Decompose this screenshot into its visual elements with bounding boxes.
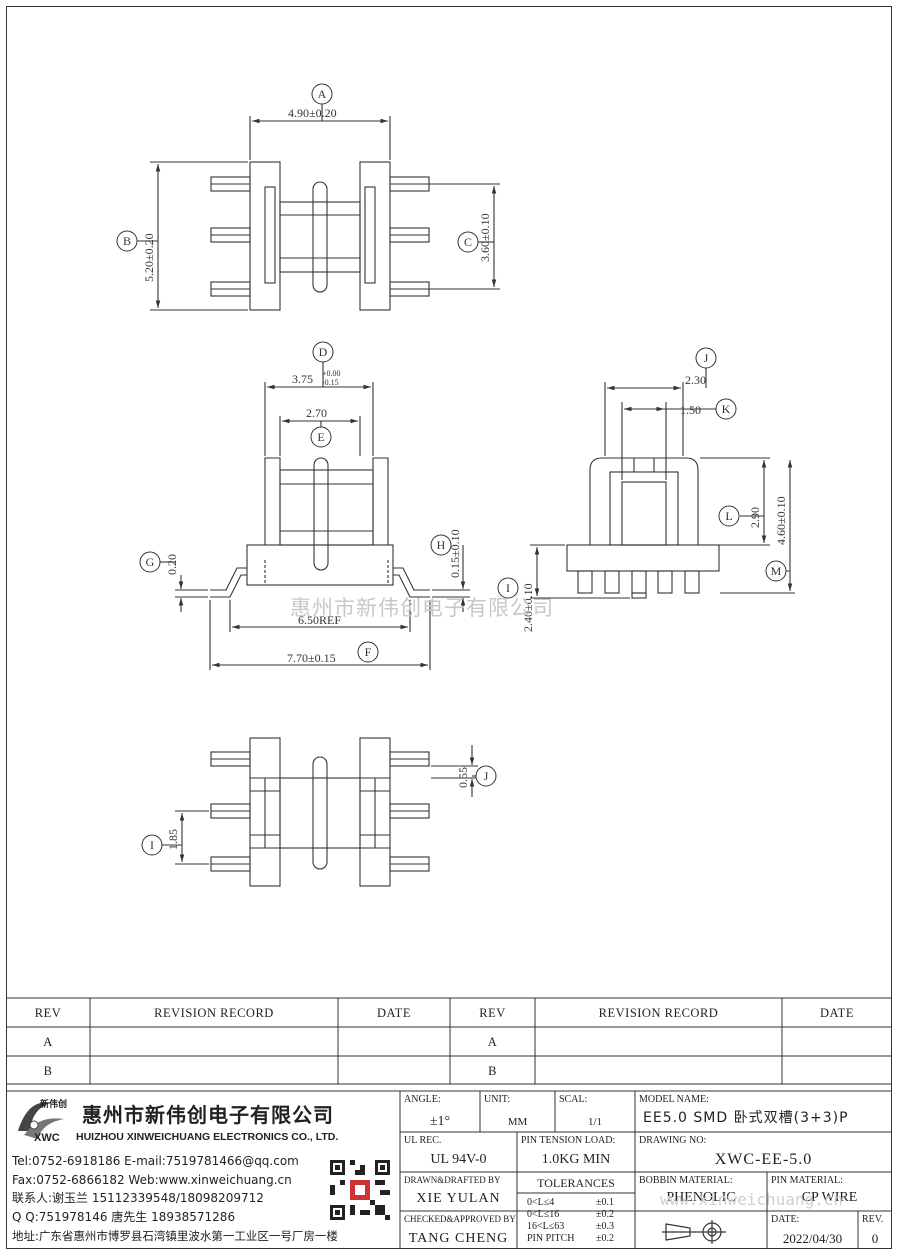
tol-range-3: 16<L≤63 [527, 1221, 565, 1232]
logo-text: 新伟创 [40, 1100, 68, 1110]
dim-i-bottom-value: 1.85 [166, 829, 180, 850]
bottom-view [162, 737, 478, 887]
tolerances-label: TOLERANCES [537, 1176, 615, 1190]
dim-i-side-value: 2.40±0.10 [521, 583, 535, 632]
qr-code [330, 1160, 390, 1220]
bobbin-value: PHENOLIC [666, 1190, 736, 1205]
pin-tension-label: PIN TENSION LOAD: [521, 1135, 616, 1146]
tag-a: A [318, 87, 327, 101]
ref-value: 6.50REF [298, 613, 341, 627]
pin-material-label: PIN MATERIAL: [771, 1175, 843, 1186]
pin-tension-value: 1.0KG MIN [541, 1152, 611, 1167]
dim-g-value: 0.20 [165, 554, 179, 575]
tol-range-2: 0<L≤16 [527, 1209, 560, 1220]
tag-b: B [123, 234, 131, 248]
tag-h: H [437, 538, 446, 552]
dim-h-value: 0.15±0.10 [448, 529, 462, 578]
checked-value: TANG CHENG [408, 1231, 509, 1246]
rev-header-1: REV [34, 1006, 62, 1020]
company-contact: 联系人:谢玉兰 15112339548/18098209712 [12, 1191, 264, 1205]
dim-b-value: 5.20±0.20 [142, 233, 156, 282]
dim-m-value: 4.60±0.10 [774, 496, 788, 545]
tag-k: K [722, 402, 731, 416]
watermark-text: 惠州市新伟创电子有限公司 [290, 596, 554, 620]
rev-label: REV. [862, 1214, 884, 1225]
dim-a-value: 4.90±0.20 [288, 106, 337, 120]
tag-j: J [704, 351, 709, 365]
dim-k-value: 1.50 [680, 403, 701, 417]
company-qq: Q Q:751978146 唐先生 18938571286 [12, 1210, 236, 1224]
scale-value: 1/1 [587, 1116, 603, 1128]
unit-value: MM [507, 1116, 528, 1128]
dim-d-tol-upper: +0.00 [322, 369, 341, 378]
model-value: EE5.0 SMD 卧式双槽(3+3)P [643, 1110, 849, 1126]
drawn-label: DRAWN&DRAFTED BY [404, 1175, 501, 1185]
drawn-value: XIE YULAN [416, 1191, 501, 1206]
tag-c: C [464, 235, 472, 249]
angle-label: ANGLE: [404, 1094, 441, 1105]
tag-m: M [771, 564, 782, 578]
tag-d: D [319, 345, 328, 359]
tag-i-side: I [506, 581, 510, 595]
company-name-en: HUIZHOU XINWEICHUANG ELECTRONICS CO., LT… [76, 1131, 339, 1143]
dim-j-bottom-value: 0.55 [456, 767, 470, 788]
date-header-1: DATE [377, 1006, 411, 1020]
dim-d-value: 3.75 [292, 372, 313, 386]
tag-i-bottom: I [150, 838, 154, 852]
date-label: DATE: [771, 1214, 800, 1225]
bobbin-label: BOBBIN MATERIAL: [639, 1175, 733, 1186]
tol-range-1: 0<L≤4 [527, 1197, 555, 1208]
dim-j-value: 2.30 [685, 373, 706, 387]
drawing-frame [6, 6, 892, 1249]
logo-abbr: XWC [34, 1132, 60, 1144]
date-header-2: DATE [820, 1006, 854, 1020]
tag-j-bottom: J [484, 769, 489, 783]
tag-g: G [146, 555, 155, 569]
rev-row-a-right: A [487, 1035, 498, 1049]
angle-value: ±1° [429, 1114, 451, 1129]
pin-material-value: CP WIRE [801, 1190, 858, 1205]
dim-f-value: 7.70±0.15 [287, 651, 336, 665]
tag-l: L [725, 509, 732, 523]
company-fax-web: Fax:0752-6866182 Web:www.xinweichuang.cn [12, 1173, 292, 1187]
tol-range-4: PIN PITCH [527, 1233, 575, 1244]
dim-d-tol-lower: -0.15 [322, 378, 339, 387]
dim-c-value: 3.60±0.10 [478, 213, 492, 262]
rev-value: 0 [871, 1231, 879, 1246]
rev-header-2: REV [479, 1006, 506, 1020]
rev-row-a-left: A [43, 1035, 53, 1049]
date-value: 2022/04/30 [782, 1231, 843, 1246]
dim-e-value: 2.70 [306, 406, 327, 420]
tol-value-2: ±0.2 [596, 1209, 614, 1220]
side-view [530, 367, 795, 599]
scale-label: SCAL: [559, 1094, 588, 1105]
tol-value-4: ±0.2 [596, 1233, 614, 1244]
tol-value-3: ±0.3 [596, 1221, 614, 1232]
revision-record-header-2: REVISION RECORD [598, 1006, 719, 1020]
drawing-no-value: XWC-EE-5.0 [714, 1151, 813, 1168]
front-view [160, 362, 470, 670]
tag-e: E [317, 430, 324, 444]
tag-f: F [365, 645, 372, 659]
checked-label: CHECKED&APPROVED BY [404, 1214, 516, 1224]
unit-label: UNIT: [484, 1094, 511, 1105]
projection-symbol-icon [660, 1216, 740, 1246]
rev-row-b-right: B [488, 1064, 497, 1078]
model-label: MODEL NAME: [639, 1094, 709, 1105]
company-logo: 新伟创 XWC [10, 1095, 72, 1149]
rev-row-b-left: B [43, 1064, 53, 1078]
top-view [137, 104, 500, 311]
company-tel-email: Tel:0752-6918186 E-mail:7519781466@qq.co… [12, 1154, 299, 1168]
company-name-cn: 惠州市新伟创电子有限公司 [82, 1103, 334, 1127]
watermark-url: www.xinweichuang.cn [660, 1190, 844, 1209]
company-address: 地址:广东省惠州市博罗县石湾镇里波水第一工业区一号厂房一楼 [12, 1229, 338, 1243]
ul-label: UL REC. [404, 1135, 442, 1146]
ul-value: UL 94V-0 [430, 1152, 487, 1167]
dim-l-value: 2.90 [748, 507, 762, 528]
tol-value-1: ±0.1 [596, 1197, 614, 1208]
revision-record-header-1: REVISION RECORD [154, 1006, 274, 1020]
drawing-no-label: DRAWING NO: [639, 1135, 707, 1146]
